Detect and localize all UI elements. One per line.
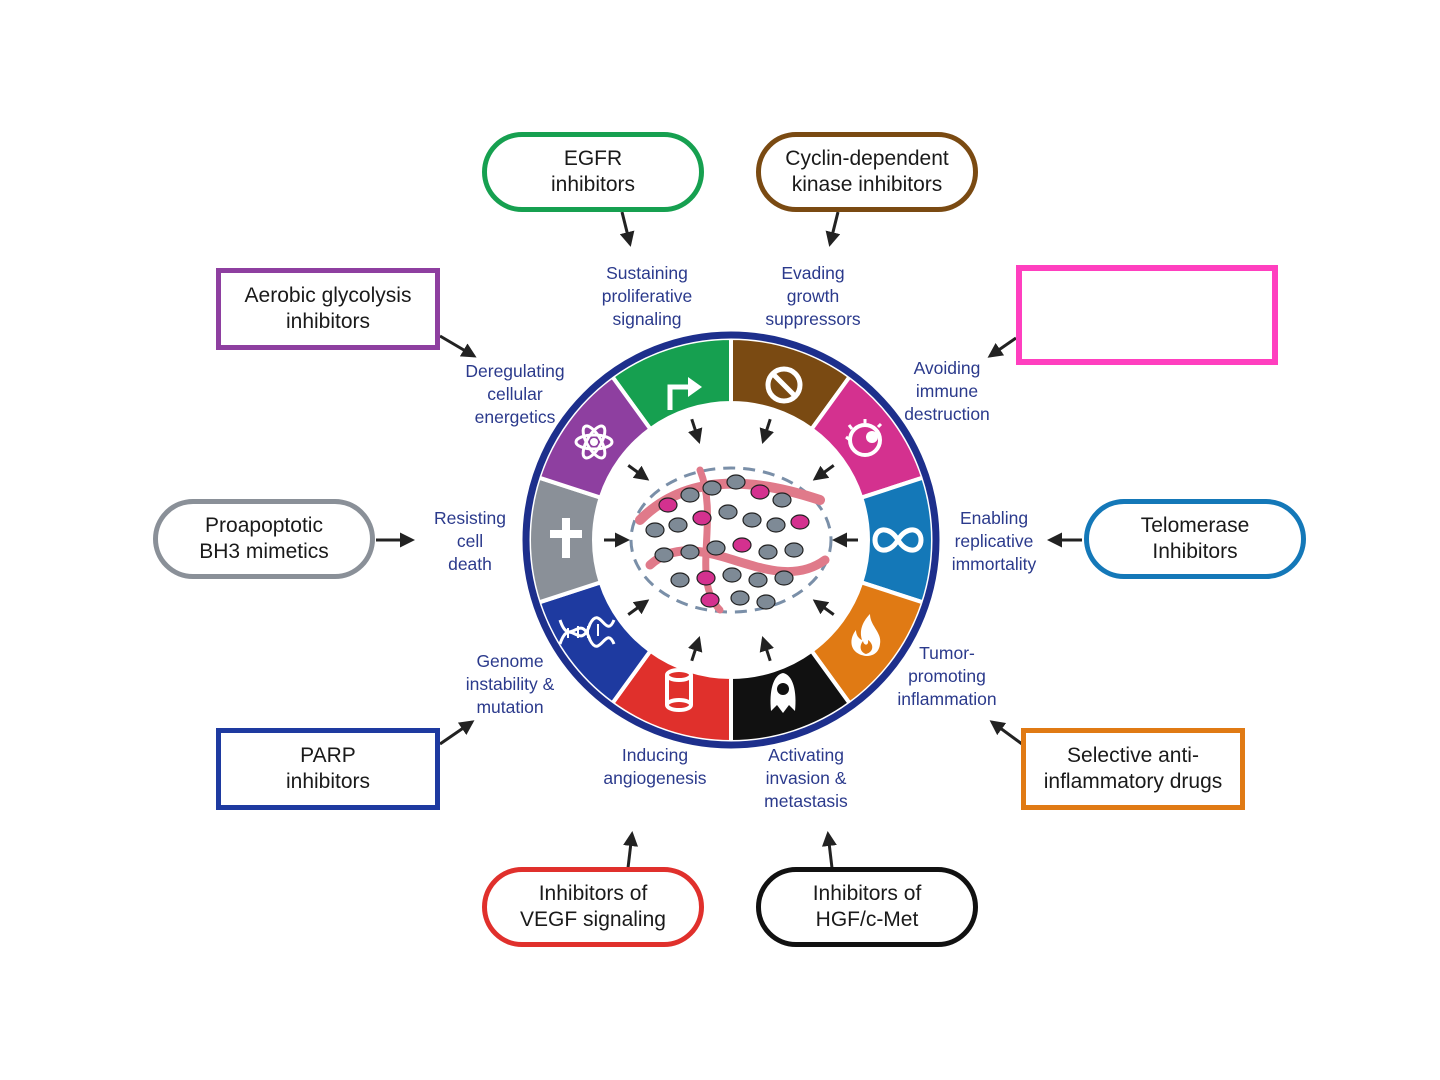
ring-border xyxy=(522,331,940,749)
tumor-cell xyxy=(654,547,674,563)
anti-inflammatory-drugs-box: Selective anti- inflammatory drugs xyxy=(1021,728,1245,810)
infinity-icon xyxy=(868,510,928,570)
telomerase-inhibitors-box: Telomerase Inhibitors xyxy=(1084,499,1306,579)
prohibition-icon xyxy=(754,355,814,415)
hallmark-inflammation-label: Tumor- promoting inflammation xyxy=(897,643,997,709)
tumor-cell xyxy=(766,517,786,533)
egfr-inhibitors-box: EGFR inhibitors xyxy=(482,132,704,212)
hallmark-genome-label: Genome instability & mutation xyxy=(465,651,555,717)
inner-arrow xyxy=(627,599,650,616)
immune-drug-box-highlight xyxy=(1016,265,1278,365)
tumor-cell xyxy=(670,572,690,588)
hallmark-immortality-label: Enabling replicative immortality xyxy=(951,508,1037,574)
hallmark-growth-label: Evading growth suppressors xyxy=(765,263,861,329)
tumor-cell xyxy=(645,522,665,538)
migrating-cell-icon xyxy=(753,662,813,722)
hallmark-invasion-label: Activating invasion & metastasis xyxy=(764,745,848,811)
tumor-cell xyxy=(742,512,762,528)
immune-cell-icon xyxy=(835,410,895,470)
inner-arrow xyxy=(688,636,703,662)
tumor-cell xyxy=(718,504,738,520)
tumor-cell xyxy=(774,570,794,586)
tumor-cell xyxy=(748,572,768,588)
tumor-cell xyxy=(750,484,770,500)
inner-arrow xyxy=(627,464,650,481)
flame-icon xyxy=(836,605,896,665)
tumor-cell xyxy=(702,480,722,496)
tumor-cell xyxy=(706,540,726,556)
hallmark-immune-label: Avoiding immune destruction xyxy=(904,358,990,424)
hallmark-energetics-label: Deregulating cellular energetics xyxy=(465,361,565,427)
drug-arrow xyxy=(821,831,837,869)
drug-arrow xyxy=(989,720,1023,746)
inner-arrow xyxy=(688,418,703,444)
tumor-cell xyxy=(790,514,810,530)
tumor-cell xyxy=(696,570,716,586)
tumor-cell xyxy=(658,497,678,513)
drug-arrow xyxy=(623,831,639,869)
tumor-cell xyxy=(784,542,804,558)
tumor-cell xyxy=(700,592,720,608)
drug-arrow xyxy=(439,720,475,746)
inner-arrow xyxy=(812,464,835,481)
hallmark-angiogenesis-label: Inducing angiogenesis xyxy=(603,745,707,788)
tumor-cell xyxy=(732,537,752,553)
tumor-cell xyxy=(680,544,700,560)
tumor-cell xyxy=(680,487,700,503)
tumor-cell xyxy=(730,590,750,606)
tumor-cell xyxy=(668,517,688,533)
tumor-cell xyxy=(756,594,776,610)
atom-icon xyxy=(564,412,624,472)
tumor-cell xyxy=(726,474,746,490)
cdk-inhibitors-box: Cyclin-dependent kinase inhibitors xyxy=(756,132,978,212)
bent-arrow-icon xyxy=(655,360,715,420)
hgf-cmet-inhibitors-box: Inhibitors of HGF/c-Met xyxy=(756,867,978,947)
tumor-cell xyxy=(772,492,792,508)
dna-icon xyxy=(556,602,616,662)
inner-arrow xyxy=(812,599,835,616)
tumor-cell xyxy=(692,510,712,526)
tumor-cell xyxy=(758,544,778,560)
inner-arrow xyxy=(759,418,774,444)
glycolysis-inhibitors-box: Aerobic glycolysis inhibitors xyxy=(216,268,440,350)
tumor-cell xyxy=(722,567,742,583)
vegf-inhibitors-box: Inhibitors of VEGF signaling xyxy=(482,867,704,947)
drug-arrow xyxy=(987,336,1017,358)
parp-inhibitors-box: PARP inhibitors xyxy=(216,728,440,810)
hallmark-death-label: Resisting cell death xyxy=(434,508,506,574)
drug-arrow xyxy=(619,211,635,247)
drug-arrow xyxy=(439,334,477,358)
hallmark-proliferative-label: Sustaining proliferative signaling xyxy=(601,263,693,329)
drug-arrow xyxy=(825,211,841,247)
tumor-illustration xyxy=(629,466,833,614)
inner-arrow xyxy=(759,636,774,662)
cross-icon xyxy=(536,508,596,568)
blood-vessel-icon xyxy=(649,660,709,720)
bh3-mimetics-box: Proapoptotic BH3 mimetics xyxy=(153,499,375,579)
